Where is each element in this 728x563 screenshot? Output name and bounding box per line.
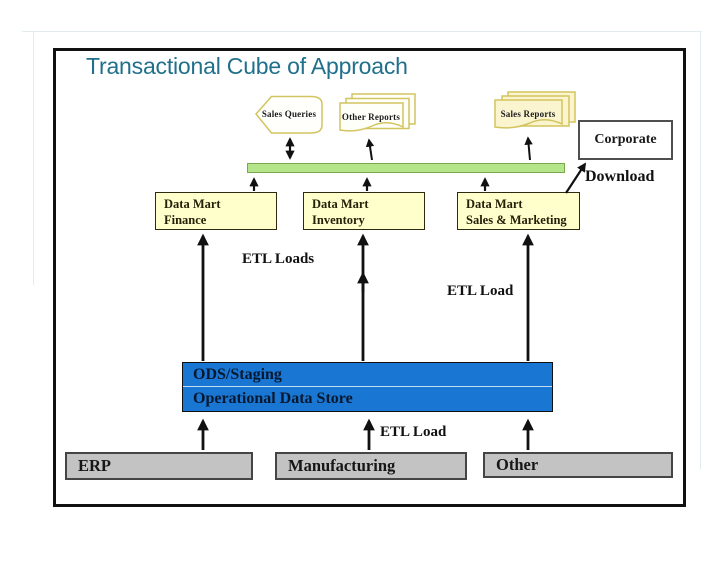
ods-line1: ODS/Staging <box>183 363 552 387</box>
etl-loads-label: ETL Loads <box>242 251 315 267</box>
data-mart-sales-marketing-line1: Data Mart <box>466 197 523 211</box>
source-manufacturing-box: Manufacturing <box>275 452 467 480</box>
etl-load-right-label: ETL Load <box>447 283 514 299</box>
sales-reports-label: Sales Reports <box>500 109 556 119</box>
source-other-box: Other <box>483 452 673 478</box>
data-mart-inventory-line1: Data Mart <box>312 197 369 211</box>
etl-load-bottom-label: ETL Load <box>380 424 447 440</box>
data-mart-sales-marketing-box: Data Mart Sales & Marketing <box>457 192 580 230</box>
faint-left-line <box>33 31 34 285</box>
data-mart-finance-line2: Finance <box>164 213 207 228</box>
source-erp-box: ERP <box>65 452 253 480</box>
corporate-label: Corporate <box>594 132 657 147</box>
other-reports-label: Other Reports <box>341 112 401 122</box>
source-manufacturing-label: Manufacturing <box>288 456 396 475</box>
data-mart-inventory-box: Data Mart Inventory <box>303 192 425 230</box>
slide-title: Transactional Cube of Approach <box>86 53 408 79</box>
source-erp-label: ERP <box>78 456 111 475</box>
corporate-box: Corporate <box>578 120 673 160</box>
data-mart-inventory-line2: Inventory <box>312 213 365 228</box>
data-mart-finance-box: Data Mart Finance <box>155 192 277 230</box>
faint-right-line <box>700 31 701 469</box>
sales-queries-label: Sales Queries <box>261 109 317 119</box>
download-label: Download <box>585 168 655 185</box>
ods-staging-box: ODS/Staging Operational Data Store <box>182 362 553 412</box>
faint-divider-line <box>22 31 702 32</box>
ods-line2: Operational Data Store <box>193 390 353 407</box>
data-mart-finance-line1: Data Mart <box>164 197 221 211</box>
data-mart-sales-marketing-line2: Sales & Marketing <box>466 213 567 228</box>
presentation-layer-bar <box>247 163 565 173</box>
source-other-label: Other <box>496 455 539 474</box>
